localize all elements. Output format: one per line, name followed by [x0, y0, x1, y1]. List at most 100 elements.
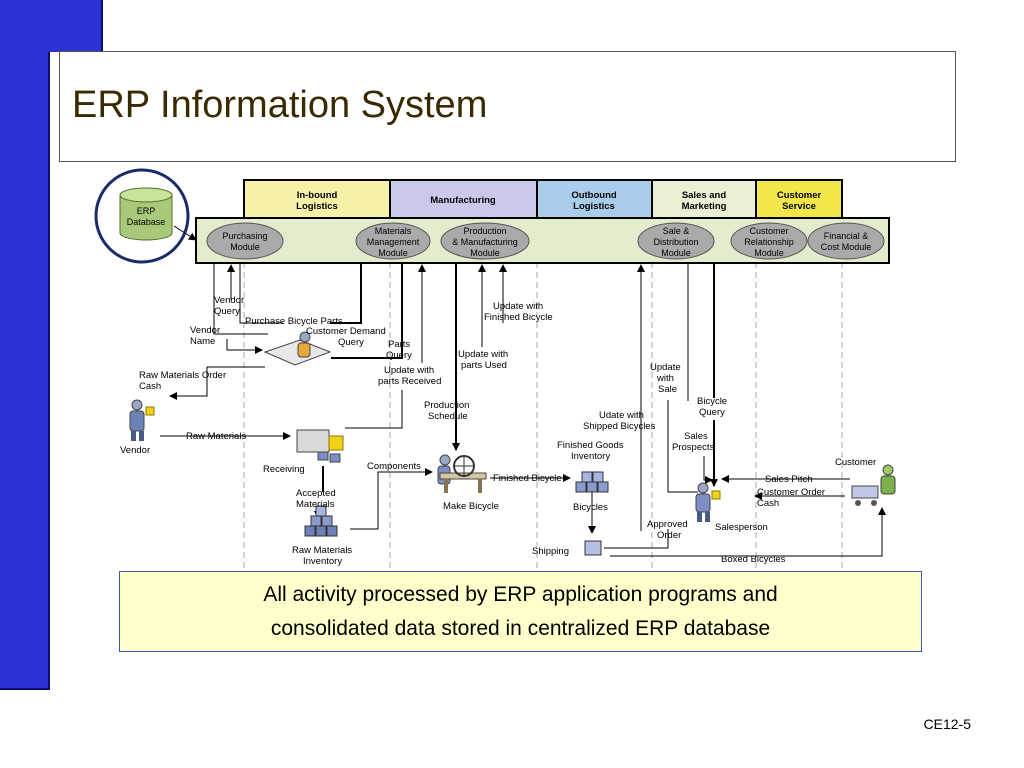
- financial-module-label-2: Cost Module: [821, 242, 872, 252]
- inbound-logistics-label-2: Logistics: [296, 201, 338, 212]
- label-purchase-parts: Purchase Bicycle Parts: [245, 316, 343, 327]
- label-bicycle-query-1: Bicycle: [697, 396, 727, 407]
- label-vendor-query-1: Vendor: [214, 295, 244, 306]
- label-accepted-materials-1: Accepted: [296, 488, 336, 499]
- label-vendor-name-1: Vendor: [190, 325, 220, 336]
- materials-module-label-2: Management: [367, 237, 420, 247]
- label-parts-query-2: Query: [386, 350, 412, 361]
- sale-distribution-label-2: Distribution: [653, 237, 698, 247]
- crm-module-label-2: Relationship: [744, 237, 794, 247]
- crm-module-label-3: Module: [754, 248, 784, 258]
- raw-materials-inventory-icon: [304, 505, 338, 537]
- flow-lines: [160, 263, 886, 557]
- label-production-schedule-2: Schedule: [428, 411, 468, 422]
- crm-module-label-1: Customer: [749, 226, 788, 236]
- label-update-shipped-1: Udate with: [599, 410, 644, 421]
- purchasing-module-label-1: Purchasing: [222, 231, 267, 241]
- label-production-schedule-1: Production: [424, 400, 469, 411]
- label-customer-order-cash-2: Cash: [757, 498, 779, 509]
- label-approved-order-2: Order: [657, 530, 681, 541]
- database-label-2: Database: [127, 217, 166, 227]
- label-finished-goods-2: Inventory: [571, 451, 610, 462]
- label-update-finished-1: Update with: [493, 301, 543, 312]
- sale-distribution-module: [637, 222, 715, 260]
- purchasing-module-label-2: Module: [230, 242, 260, 252]
- label-shipping: Shipping: [532, 546, 569, 557]
- sales-marketing-label-2: Marketing: [682, 201, 727, 212]
- label-components: Components: [367, 461, 421, 472]
- summary-line-2: consolidated data stored in centralized …: [270, 616, 771, 640]
- summary-line-1: All activity processed by ERP applicatio…: [263, 582, 778, 606]
- label-sales-prospects-2: Prospects: [672, 442, 714, 453]
- production-module: [440, 222, 530, 260]
- label-vendor: Vendor: [120, 445, 150, 456]
- top-accent-tab: [0, 0, 103, 52]
- label-update-parts-used-2: parts Used: [461, 360, 507, 371]
- label-customer-order-cash-1: Customer Order: [757, 487, 825, 498]
- shipping-box-icon: [584, 540, 602, 556]
- label-accepted-materials-2: Materials: [296, 499, 335, 510]
- label-bicycles: Bicycles: [573, 502, 608, 513]
- summary-box: All activity processed by ERP applicatio…: [119, 571, 922, 652]
- materials-module-label-3: Module: [378, 248, 408, 258]
- label-update-parts-received-2: parts Received: [378, 376, 441, 387]
- label-update-sale-1: Update: [650, 362, 681, 373]
- financial-module-label-1: Financial &: [824, 231, 869, 241]
- label-raw-materials-inventory-1: Raw Materials: [292, 545, 352, 556]
- make-bicycle-icon: [437, 454, 487, 493]
- sales-marketing-label-1: Sales and: [682, 190, 727, 201]
- outbound-logistics-label-1: Outbound: [571, 190, 617, 201]
- label-customer-demand-2: Query: [338, 337, 364, 348]
- label-sales-prospects-1: Sales: [684, 431, 708, 442]
- label-update-parts-used-1: Update with: [458, 349, 508, 360]
- label-update-sale-2: with: [656, 373, 674, 384]
- label-bicycle-query-2: Query: [699, 407, 725, 418]
- label-finished-bicycle: Finished Bicycle: [493, 473, 562, 484]
- customer-service-label-1: Customer: [777, 190, 822, 201]
- finished-bicycles-icon: [575, 471, 609, 493]
- label-update-shipped-2: Shipped Bicycles: [583, 421, 656, 432]
- production-module-label-3: Module: [470, 248, 500, 258]
- receiving-truck-icon: [296, 429, 344, 463]
- modules: Purchasing Module Materials Management M…: [206, 222, 885, 260]
- label-salesperson: Salesperson: [715, 522, 768, 533]
- label-customer-demand-1: Customer Demand: [306, 326, 386, 337]
- label-vendor-query-2: Query: [214, 306, 240, 317]
- production-module-label-2: & Manufacturing: [452, 237, 518, 247]
- label-parts-query-1: Parts: [388, 339, 410, 350]
- column-guides: [243, 262, 843, 568]
- database-icon: [119, 187, 173, 241]
- crm-module: [730, 222, 808, 260]
- label-finished-goods-1: Finished Goods: [557, 440, 624, 451]
- label-update-sale-3: Sale: [658, 384, 677, 395]
- materials-management-module: [355, 222, 431, 260]
- production-module-label-1: Production: [463, 226, 506, 236]
- sales-marketing-cell: [651, 179, 757, 219]
- label-update-finished-2: Finished Bicycle: [484, 312, 553, 323]
- value-chain-header: In-bound Logistics Manufacturing Outboun…: [243, 179, 843, 219]
- label-approved-order-1: Approved: [647, 519, 688, 530]
- sale-distribution-label-3: Module: [661, 248, 691, 258]
- purchasing-module: [206, 222, 284, 260]
- label-raw-order-cash-1: Raw Materials Order: [139, 370, 226, 381]
- inbound-logistics-label-1: In-bound: [297, 190, 338, 201]
- label-raw-materials: Raw Materials: [186, 431, 246, 442]
- slide-title: ERP Information System: [72, 84, 488, 126]
- customer-icon: [851, 464, 896, 506]
- customer-service-cell: [755, 179, 843, 219]
- title-box: ERP Information System: [59, 51, 956, 162]
- label-receiving: Receiving: [263, 464, 305, 475]
- salesperson-icon: [695, 482, 721, 522]
- label-make-bicycle: Make Bicycle: [443, 501, 499, 512]
- sale-distribution-label-1: Sale &: [663, 226, 690, 236]
- label-update-parts-received-1: Update with: [384, 365, 434, 376]
- left-accent-bar: [0, 0, 50, 690]
- label-boxed-bicycles: Boxed Bicycles: [721, 554, 786, 565]
- label-raw-order-cash-2: Cash: [139, 381, 161, 392]
- database-link: [173, 225, 197, 241]
- vendor-person-icon: [129, 399, 155, 441]
- financial-module: [807, 222, 885, 260]
- purchasing-clerk-icon: [263, 331, 332, 366]
- manufacturing-label: Manufacturing: [430, 195, 496, 206]
